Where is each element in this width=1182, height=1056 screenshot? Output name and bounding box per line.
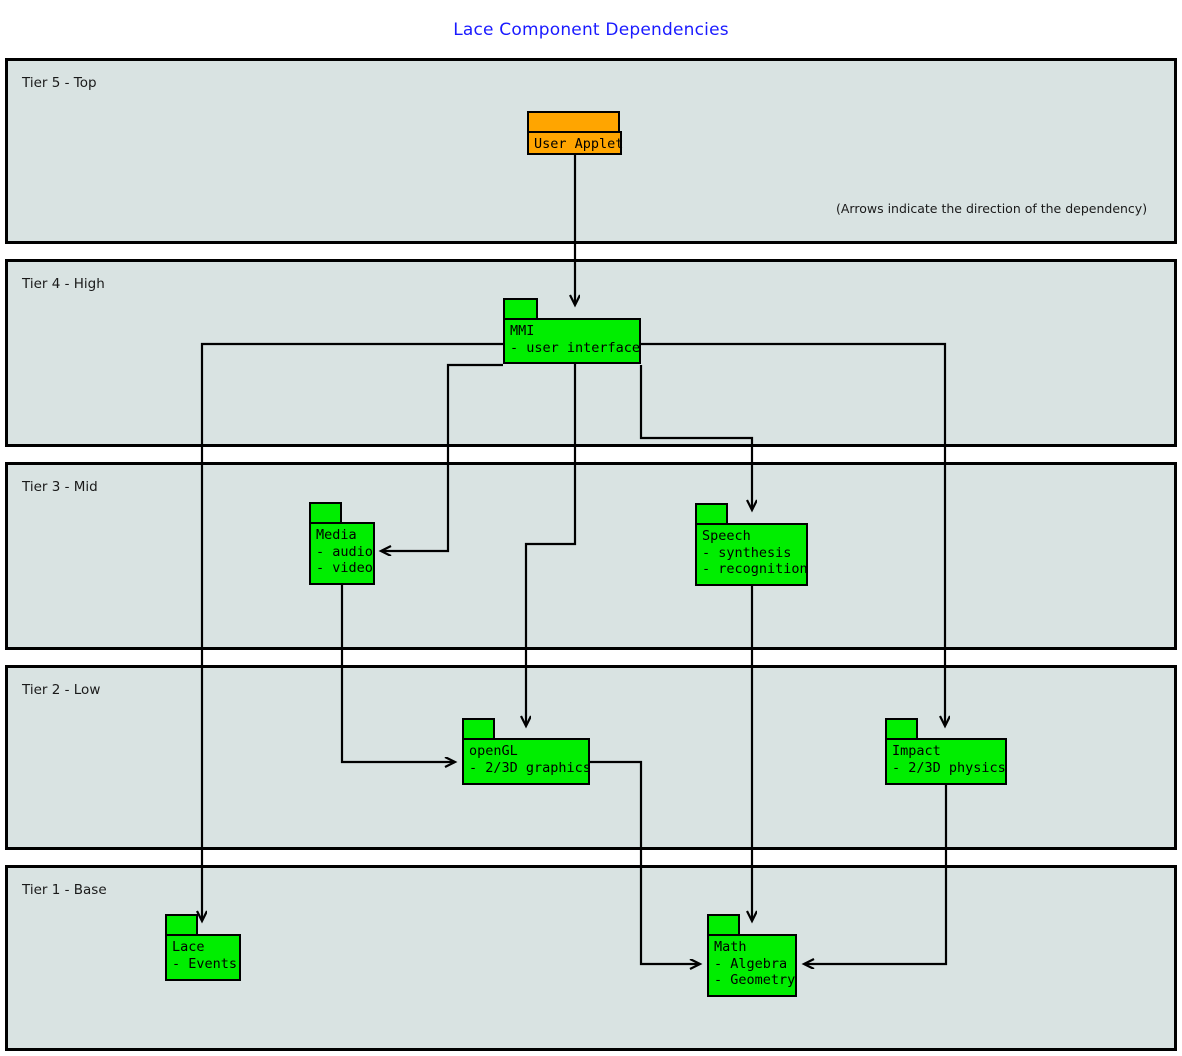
package-name: Math [714, 939, 747, 955]
package-detail: - synthesis [702, 544, 792, 561]
tier-tier-4-high: Tier 4 - High [5, 259, 1177, 447]
package-name: Lace [172, 939, 205, 955]
package-impact[interactable]: Impact- 2/3D physics [885, 718, 1007, 785]
package-user-applet[interactable]: User Applet [527, 111, 624, 155]
tier-label: Tier 5 - Top [22, 75, 97, 91]
package-name: Impact [892, 743, 941, 759]
package-body: User Applet [527, 131, 624, 155]
package-media[interactable]: Media- audio- video [309, 502, 375, 585]
page-title: Lace Component Dependencies [453, 20, 729, 40]
arrow-direction-note: (Arrows indicate the direction of the de… [836, 201, 1148, 216]
package-body: Speech- synthesis- recognition [695, 523, 808, 586]
tier-label: Tier 1 - Base [22, 882, 107, 898]
package-name: openGL [469, 743, 518, 759]
package-name: User Applet [534, 136, 624, 152]
package-body: MMI- user interface [503, 318, 641, 364]
package-body: Math- Algebra- Geometry [707, 934, 797, 997]
package-detail: - user interface [510, 339, 641, 356]
package-name: MMI [510, 323, 535, 339]
package-detail: - audio [316, 543, 373, 560]
package-detail: - Events [172, 955, 238, 972]
package-body: openGL- 2/3D graphics [462, 738, 591, 785]
package-name: Media [316, 527, 357, 543]
tier-label: Tier 4 - High [22, 276, 105, 292]
package-mmi[interactable]: MMI- user interface [503, 298, 641, 364]
package-name: Speech [702, 528, 751, 544]
package-lace[interactable]: Lace- Events [165, 914, 241, 981]
package-opengl[interactable]: openGL- 2/3D graphics [462, 718, 591, 785]
package-detail: - 2/3D graphics [469, 759, 591, 776]
package-detail: - Geometry [714, 972, 796, 988]
package-detail: - Algebra [714, 955, 788, 972]
tier-label: Tier 2 - Low [22, 682, 101, 698]
package-detail: - recognition [702, 561, 808, 577]
tier-label: Tier 3 - Mid [22, 479, 98, 495]
tier-tier-3-mid: Tier 3 - Mid [5, 462, 1177, 650]
package-speech[interactable]: Speech- synthesis- recognition [695, 503, 808, 586]
package-body: Impact- 2/3D physics [885, 738, 1007, 785]
package-body: Media- audio- video [309, 522, 375, 585]
package-detail: - 2/3D physics [892, 759, 1006, 776]
package-detail: - video [316, 560, 373, 576]
package-body: Lace- Events [165, 934, 241, 981]
package-math[interactable]: Math- Algebra- Geometry [707, 914, 797, 997]
